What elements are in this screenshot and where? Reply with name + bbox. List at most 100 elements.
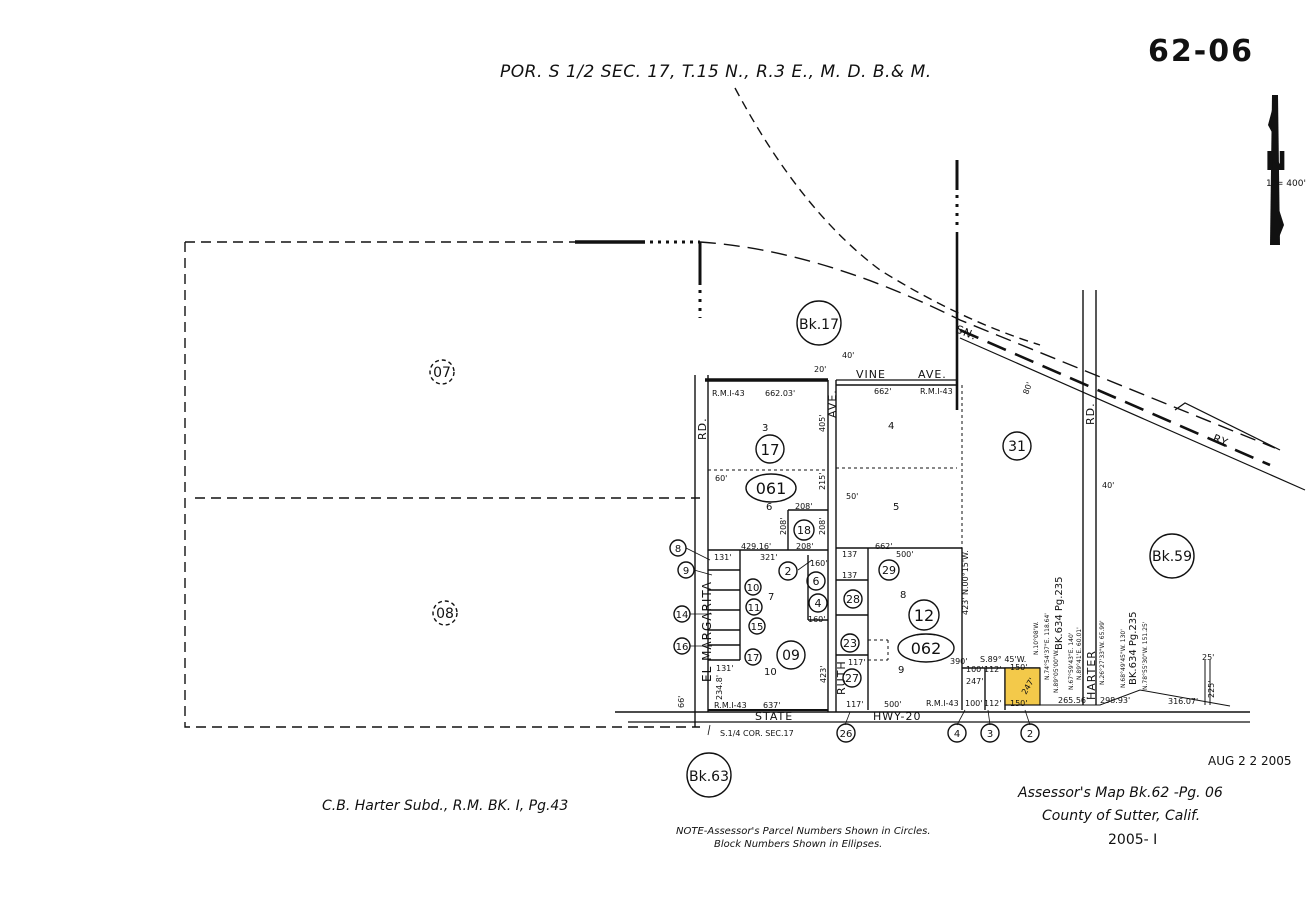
street-el-margarita: EL MARGARITA: [700, 581, 714, 682]
dim-429: 429.16': [741, 542, 771, 551]
bearing-3: N.74°54'37"E. 118.64': [1044, 613, 1051, 680]
dim-321: 321': [760, 553, 777, 562]
street-vine: VINE: [856, 368, 886, 381]
dim-60: 60': [715, 474, 727, 483]
dim-112b: 112': [984, 699, 1001, 708]
dim-225: 225': [1207, 681, 1216, 698]
street-ruth: RUTH: [835, 660, 848, 695]
railroad-curve: [734, 87, 1041, 346]
county-name: County of Sutter, Calif.: [1042, 808, 1200, 824]
north-arrow-icon: [1268, 95, 1284, 245]
street-hwy: HWY-20: [873, 710, 922, 723]
parcel-8: 8: [675, 544, 681, 555]
dim-137a: 137: [842, 550, 857, 559]
parcel-07-08-boundary: [184, 241, 700, 728]
dim-100b: 100': [965, 699, 982, 708]
map-date: AUG 2 2 2005: [1208, 754, 1292, 768]
map-year: 2005- I: [1108, 832, 1157, 848]
bearing-6: N.68°49'45"W. 130': [1120, 629, 1127, 688]
bearing-1: N.89°05'00"W.: [1053, 649, 1060, 693]
block-062: 062: [911, 639, 942, 658]
dim-208a: 208': [795, 502, 812, 511]
dim-160a: 160': [810, 559, 827, 568]
parcel-12: 12: [914, 606, 934, 625]
dim-423a: 423': [961, 598, 970, 615]
dim-234: 234.8': [715, 675, 724, 700]
parcel-15: 15: [751, 622, 764, 633]
block-061: 061: [756, 479, 787, 498]
dim-298: 298.93': [1100, 696, 1130, 705]
parcel-23: 23: [843, 637, 857, 650]
dim-208d: 208': [796, 542, 813, 551]
parcel-14: 14: [676, 610, 689, 621]
bearing-5: N.26°27'33"W. 65.99': [1099, 620, 1106, 685]
note-line-1: NOTE-Assessor's Parcel Numbers Shown in …: [676, 826, 931, 837]
dim-208c: 208': [818, 518, 827, 535]
parcel-09: 09: [782, 648, 800, 664]
parcel-29: 29: [882, 564, 896, 577]
parcel-10: 10: [747, 583, 760, 594]
parcel-4-hwy: 4: [954, 729, 960, 740]
bk63-label: Bk.63: [689, 769, 729, 785]
dim-40: 40': [842, 351, 854, 360]
dim-247a: 247': [966, 677, 983, 686]
dim-rm-c: R.M.I-43: [714, 701, 747, 710]
parcel-07: 07: [433, 365, 451, 381]
dim-131b: 131': [716, 664, 733, 673]
bk59-circle: [1149, 533, 1195, 579]
lot-6: 6: [766, 502, 772, 513]
lot-5: 5: [893, 502, 899, 513]
dim-662: 662': [874, 387, 891, 396]
parcel-6: 6: [813, 575, 820, 588]
dim-662-03: 662.03': [765, 389, 795, 398]
street-ave: AVE.: [826, 389, 839, 418]
lot-4: 4: [888, 421, 894, 432]
bk17-circle: [796, 300, 842, 346]
dim-150b: 150': [1010, 699, 1027, 708]
lot-3: 3: [762, 423, 768, 434]
parcel-17-small: 17: [747, 653, 760, 664]
dim-117b: 117': [846, 700, 863, 709]
note-line-2: Block Numbers Shown in Ellipses.: [714, 839, 882, 850]
lot-10: 10: [764, 667, 777, 678]
map-number: 62-06: [1148, 34, 1254, 69]
dim-137b: 137: [842, 571, 857, 580]
parcel-11: 11: [748, 603, 761, 614]
dim-117a: 117': [848, 658, 865, 667]
parcel-2: 2: [785, 565, 792, 578]
parcel-16: 16: [676, 642, 689, 653]
dim-50: 50': [846, 492, 858, 501]
parcel-17: 17: [760, 441, 779, 459]
parcel-26: 26: [840, 729, 853, 740]
dim-rm-a: R.M.I-43: [712, 389, 745, 398]
bearing-n00: N.00°15'W.: [961, 550, 970, 595]
dim-rm-d: R.M.I-43: [926, 699, 959, 708]
bk17-label: Bk.17: [799, 317, 839, 333]
sec-corner: S.1/4 COR. SEC.17: [720, 729, 794, 738]
lot-7: 7: [768, 592, 774, 603]
dim-637: 637': [763, 701, 780, 710]
dim-405: 405': [818, 415, 827, 432]
bearing-s89: S.89° 45'W.: [980, 655, 1026, 664]
bk59-label: Bk.59: [1152, 549, 1192, 565]
parcel-28: 28: [846, 593, 860, 606]
dim-265: 265.56': [1058, 696, 1088, 705]
parcel-18: 18: [797, 524, 811, 537]
highlighted-parcel: [1004, 667, 1041, 706]
scale-text: 1"= 400': [1266, 179, 1306, 189]
bearing-8: N.10°08'W.: [1033, 621, 1040, 655]
dim-80: 80': [1021, 381, 1034, 396]
dim-662c: 662': [875, 542, 892, 551]
dim-20: 20': [814, 365, 826, 374]
north-letter: N: [1265, 147, 1287, 177]
bearing-2: N.67°59'43"E. 140': [1068, 632, 1075, 690]
street-harter: HARTER: [1085, 650, 1098, 700]
assessor-map-ref: Assessor's Map Bk.62 -Pg. 06: [1017, 785, 1223, 801]
dim-40b: 40': [1102, 481, 1114, 490]
bk63-circle: [686, 752, 732, 798]
bk634-a: BK.634 Pg.235: [1054, 576, 1065, 650]
parcel-4: 4: [815, 597, 822, 610]
dim-500a: 500': [896, 550, 913, 559]
dim-rm-b: R.M.I-43: [920, 387, 953, 396]
